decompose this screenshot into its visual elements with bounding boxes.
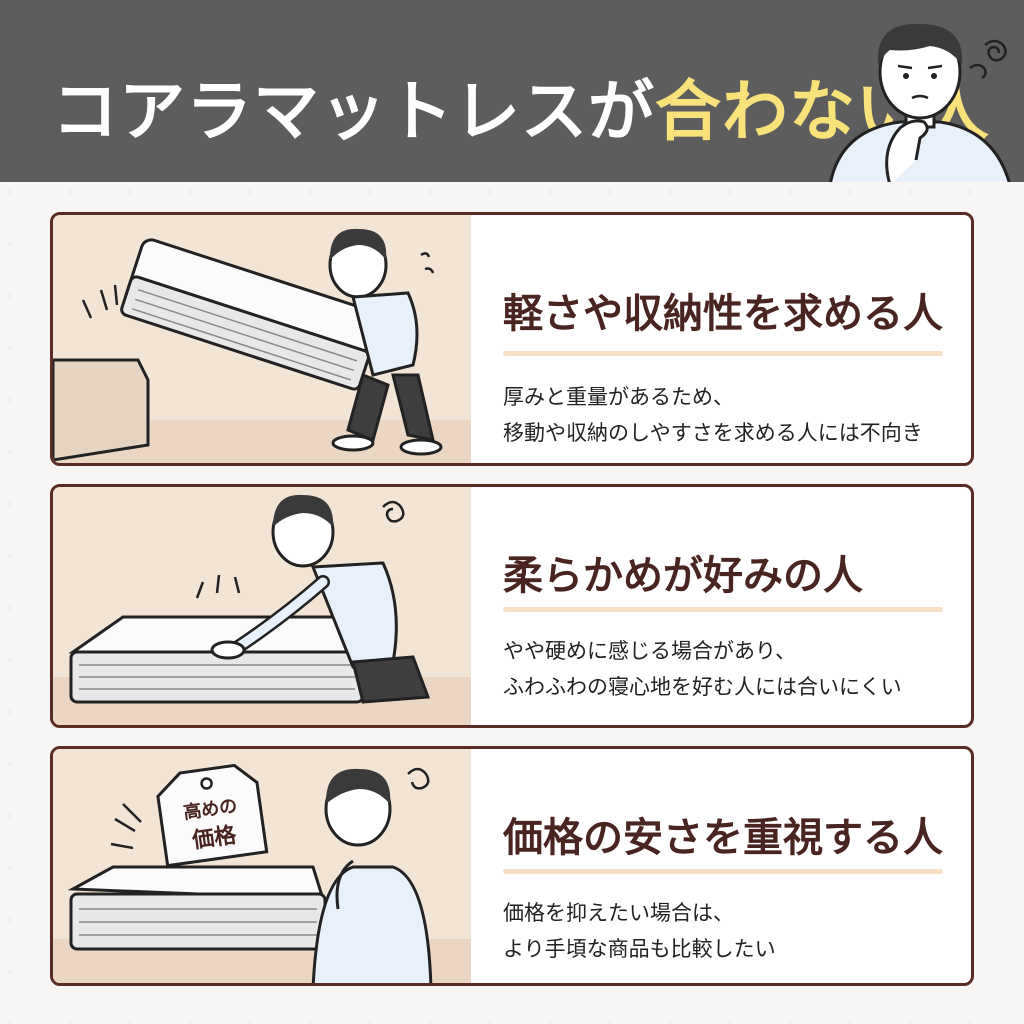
card-illustration-lifting xyxy=(53,215,471,463)
card-desc-line: ふわふわの寝心地を好む人には合いにくい xyxy=(503,675,902,699)
price-tag-line2: 価格 xyxy=(190,822,239,854)
card-description: 厚みと重量があるため、 移動や収納のしやすさを求める人には不向き xyxy=(503,379,923,451)
card-desc-line: 移動や収納のしやすさを求める人には不向き xyxy=(503,421,923,445)
card-text-area: 価格の安さを重視する人 価格を抑えたい場合は、 より手頃な商品も比較したい xyxy=(471,749,971,983)
card-title: 軽さや収納性を求める人 xyxy=(503,291,943,337)
card-description: やや硬めに感じる場合があり、 ふわふわの寝心地を好む人には合いにくい xyxy=(503,633,902,705)
thinking-person-illustration xyxy=(829,23,1011,182)
card-desc-line: 厚みと重量があるため、 xyxy=(503,385,734,409)
card-divider xyxy=(503,351,943,356)
card-title: 価格の安さを重視する人 xyxy=(503,815,943,861)
card-desc-line: より手頃な商品も比較したい xyxy=(503,937,776,961)
card-illustration-pressing xyxy=(53,487,471,725)
card-lightweight-storage: 軽さや収納性を求める人 厚みと重量があるため、 移動や収納のしやすさを求める人に… xyxy=(50,212,974,466)
card-illustration-price: 高めの 価格 xyxy=(53,749,471,983)
header-banner: コアラマットレスが合わない人 xyxy=(0,0,1024,182)
card-soft-preference: 柔らかめが好みの人 やや硬めに感じる場合があり、 ふわふわの寝心地を好む人には合… xyxy=(50,484,974,728)
card-text-area: 柔らかめが好みの人 やや硬めに感じる場合があり、 ふわふわの寝心地を好む人には合… xyxy=(471,487,971,725)
title-main: コアラマットレスが xyxy=(52,73,655,150)
card-title: 柔らかめが好みの人 xyxy=(503,553,863,599)
card-divider xyxy=(503,607,943,612)
card-text-area: 軽さや収納性を求める人 厚みと重量があるため、 移動や収納のしやすさを求める人に… xyxy=(471,215,971,463)
card-price-focus: 高めの 価格 価格の安さを重視する人 価格を抑えたい場合は、 より手頃な商品も比… xyxy=(50,746,974,986)
card-description: 価格を抑えたい場合は、 より手頃な商品も比較したい xyxy=(503,895,776,967)
card-desc-line: やや硬めに感じる場合があり、 xyxy=(503,639,797,663)
card-desc-line: 価格を抑えたい場合は、 xyxy=(503,901,734,925)
card-divider xyxy=(503,869,943,874)
